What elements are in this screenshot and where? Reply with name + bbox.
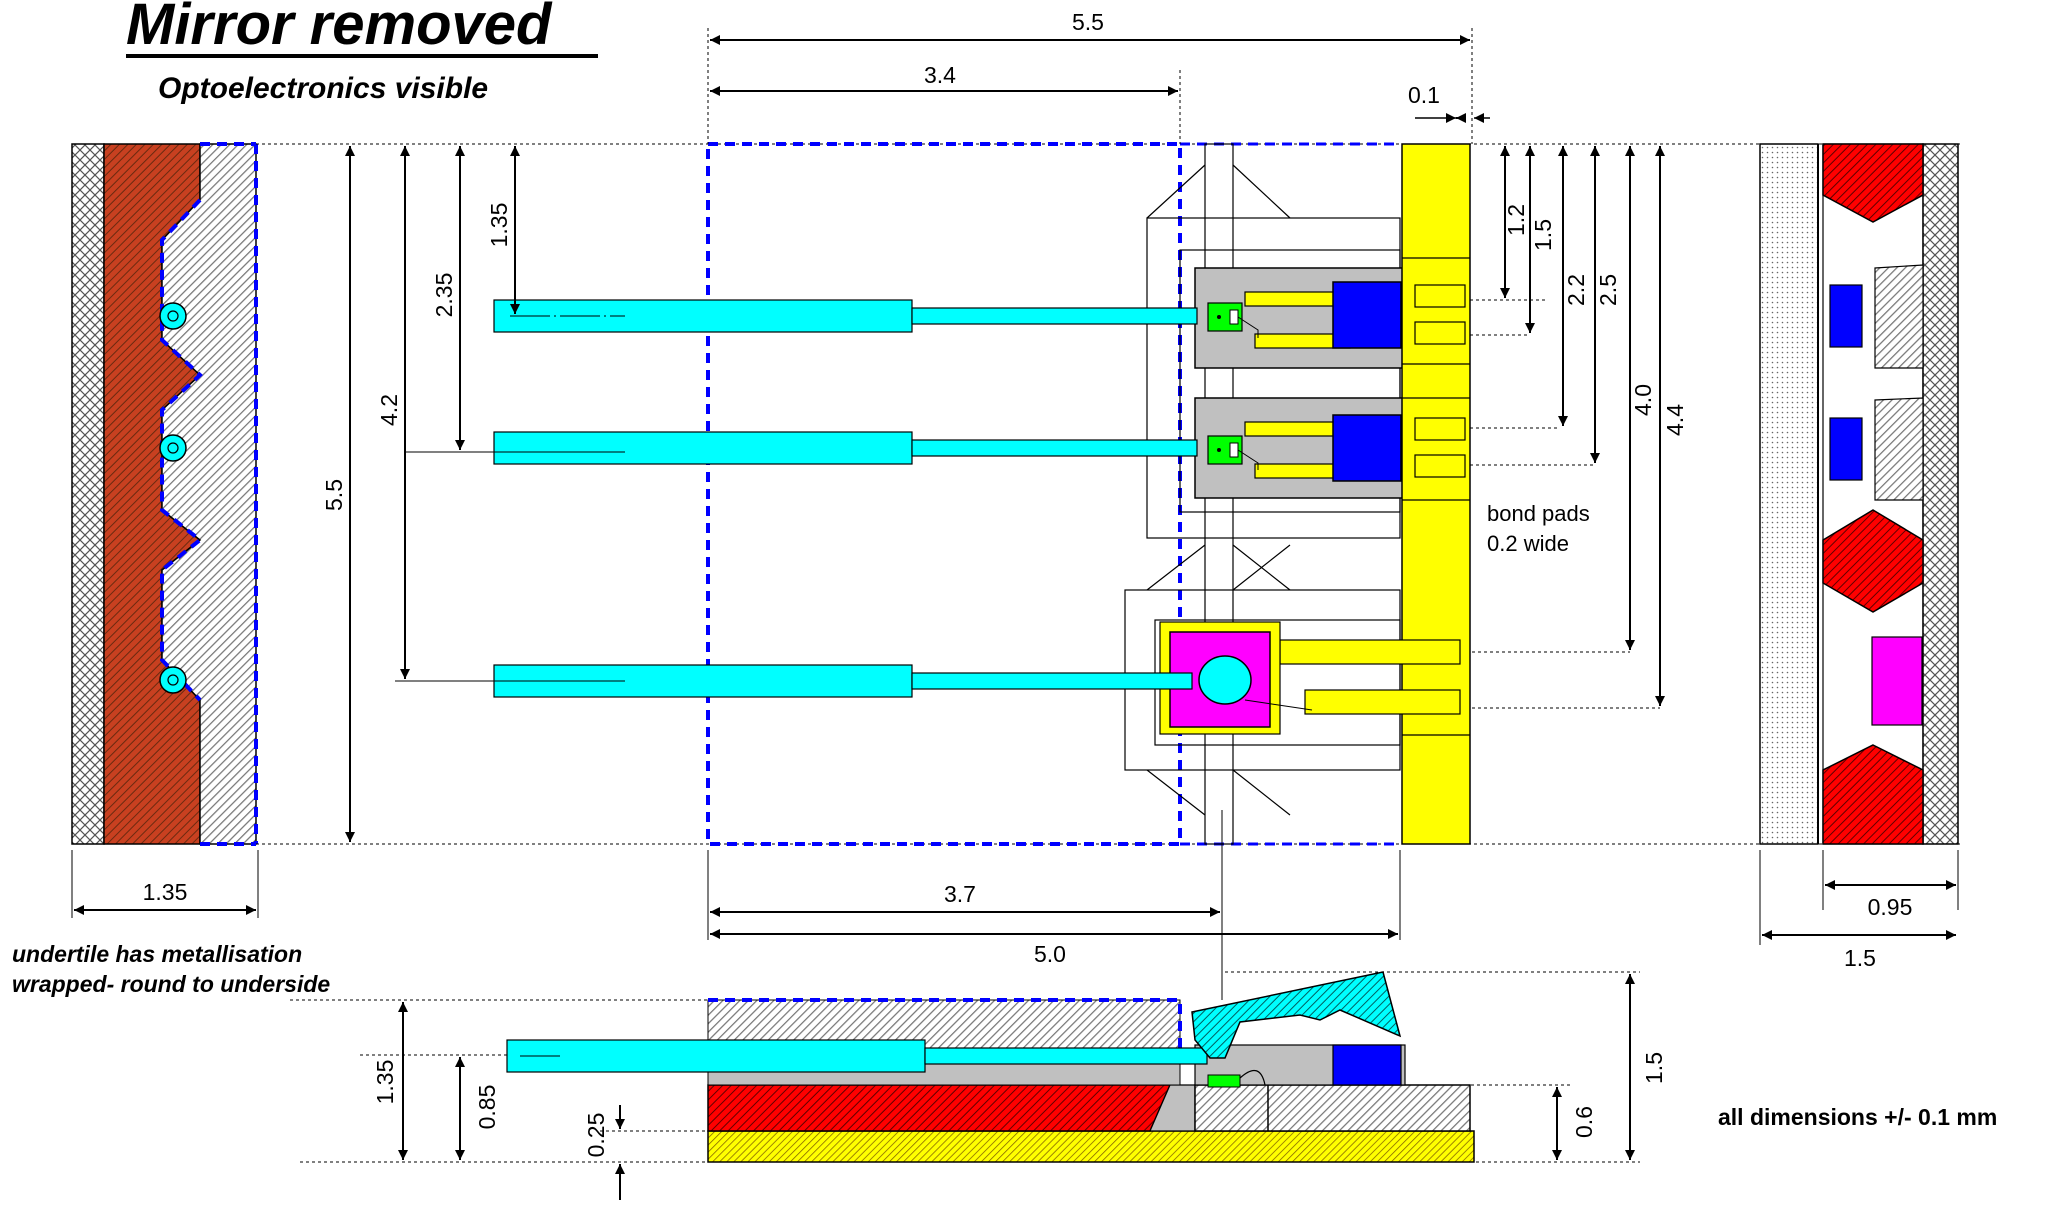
fiber-3-core <box>911 672 1193 690</box>
bond-pad-strip <box>1401 143 1471 845</box>
mirror-prism <box>1191 971 1402 1059</box>
bond-pads-label-2: 0.2 wide <box>1487 531 1569 556</box>
undertile-outline <box>706 142 1182 846</box>
side-section-view <box>506 971 1475 1163</box>
dim-side-1-35: 1.35 <box>372 1002 408 1160</box>
plan-view <box>395 142 1471 846</box>
svg-text:2.2: 2.2 <box>1563 274 1589 306</box>
fiber-end-icon <box>159 434 187 462</box>
dim-bottom-5-0: 5.0 <box>710 850 1401 967</box>
svg-text:1.5: 1.5 <box>1844 945 1876 971</box>
detector-1 <box>1332 281 1402 349</box>
fiber-1 <box>493 299 913 333</box>
svg-text:1.5: 1.5 <box>1530 219 1556 251</box>
dim-side-1-5: 1.5 <box>1625 974 1667 1160</box>
svg-text:1.35: 1.35 <box>372 1060 398 1105</box>
dim-right-1-2: 1.2 <box>1500 146 1529 298</box>
detector-2 <box>1332 414 1402 482</box>
dim-side-0-85: 0.85 <box>455 1057 500 1160</box>
fiber-axis-lines <box>395 315 625 682</box>
dim-top-width: 5.5 <box>707 9 1473 144</box>
carrier-frame <box>1124 143 1401 845</box>
svg-text:4.0: 4.0 <box>1630 384 1656 416</box>
dim-side-0-6: 0.6 <box>1552 1087 1597 1160</box>
right-end-view <box>1759 143 1959 845</box>
fiber-end-icon <box>159 302 187 330</box>
left-side-view <box>71 142 258 846</box>
dim-height-4-2: 4.2 <box>376 146 410 679</box>
bond-pad-strip-dividers <box>1402 257 1470 736</box>
svg-text:0.25: 0.25 <box>583 1113 609 1158</box>
dim-left-view-width: 1.35 <box>71 850 259 918</box>
svg-text:1.2: 1.2 <box>1503 204 1529 236</box>
laser-chip-1 <box>1207 302 1259 338</box>
fiber-2-core <box>911 439 1198 457</box>
dim-right-2-5: 2.5 <box>1590 146 1621 463</box>
svg-text:0.95: 0.95 <box>1868 894 1913 920</box>
dim-height-1-35: 1.35 <box>486 146 520 314</box>
title-block: Mirror removed Optoelectronics visible <box>126 0 598 105</box>
tolerance-note: all dimensions +/- 0.1 mm <box>1718 1104 1997 1130</box>
undertile-note-1: undertile has metallisation <box>12 941 302 967</box>
fiber-1-core <box>911 307 1198 325</box>
dim-left-height: 5.5 <box>321 146 355 842</box>
dim-right-4-4: 4.4 <box>1655 146 1688 706</box>
svg-text:0.6: 0.6 <box>1571 1106 1597 1138</box>
svg-text:3.4: 3.4 <box>924 62 956 88</box>
dim-top-partial: 3.4 <box>710 62 1181 144</box>
laser-chip-2 <box>1207 435 1259 470</box>
svg-text:5.5: 5.5 <box>1072 9 1104 35</box>
page-subtitle: Optoelectronics visible <box>158 72 488 105</box>
svg-text:3.7: 3.7 <box>944 881 976 907</box>
svg-text:1.35: 1.35 <box>143 879 188 905</box>
vcsel-lens <box>1198 655 1252 705</box>
svg-text:5.0: 5.0 <box>1034 941 1066 967</box>
svg-text:5.5: 5.5 <box>321 479 347 511</box>
svg-text:2.35: 2.35 <box>431 273 457 318</box>
dim-right-view-inner: 0.95 <box>1822 850 1959 920</box>
dim-edge-gap: 0.1 <box>1408 82 1490 123</box>
dim-right-view-outer: 1.5 <box>1759 850 1956 971</box>
fiber-end-icon <box>159 666 187 694</box>
dim-right-4-0: 4.0 <box>1625 146 1656 650</box>
svg-text:4.2: 4.2 <box>376 394 402 426</box>
svg-text:0.85: 0.85 <box>474 1085 500 1130</box>
page-title: Mirror removed <box>126 0 553 57</box>
bond-pads-label-1: bond pads <box>1487 501 1590 526</box>
undertile-note-2: wrapped- round to underside <box>12 971 330 997</box>
fibers <box>493 299 1198 698</box>
dim-height-2-35: 2.35 <box>431 146 465 450</box>
svg-text:1.5: 1.5 <box>1641 1052 1667 1084</box>
dim-side-0-25: 0.25 <box>583 1105 625 1200</box>
dim-right-2-2: 2.2 <box>1558 146 1589 426</box>
svg-text:0.1: 0.1 <box>1408 82 1440 108</box>
svg-text:2.5: 2.5 <box>1595 274 1621 306</box>
svg-text:4.4: 4.4 <box>1662 404 1688 436</box>
fiber-2 <box>493 431 913 465</box>
dim-right-1-5: 1.5 <box>1525 146 1556 333</box>
svg-text:1.35: 1.35 <box>486 203 512 248</box>
dim-bottom-3-7: 3.7 <box>707 810 1223 1000</box>
